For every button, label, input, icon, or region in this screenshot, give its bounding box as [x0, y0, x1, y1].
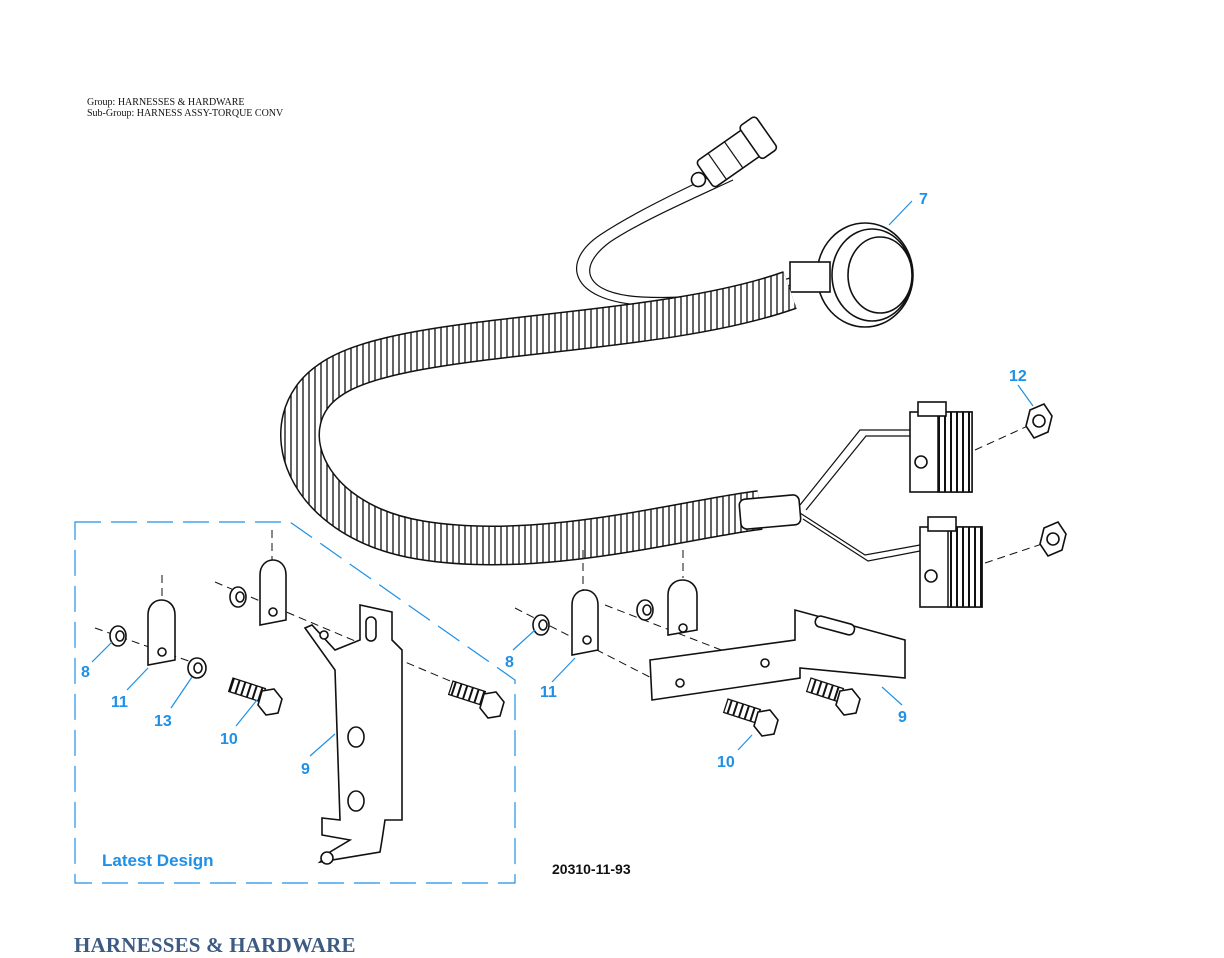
right-clip: [571, 589, 599, 656]
harness-assembly: [280, 116, 983, 608]
corrugated-loom: [281, 272, 797, 564]
harness-connector: [690, 116, 778, 188]
callout-right-spacer: 8: [505, 654, 514, 671]
callout-left-clip: 11: [111, 694, 128, 711]
grommet: [789, 222, 914, 328]
left-bracket: [303, 604, 403, 865]
sensor-block-upper: [909, 401, 973, 493]
sensor-block-lower: [919, 516, 983, 608]
callout-harness: 7: [919, 191, 928, 208]
left-spacer-2: [229, 586, 247, 608]
nut-lower: [1039, 521, 1067, 557]
callout-left-bolt: 10: [220, 731, 238, 748]
callout-nut: 12: [1009, 368, 1027, 385]
right-bracket: [649, 608, 906, 701]
left-spacer: [109, 625, 127, 647]
left-washer: [187, 657, 207, 679]
page-header: Group: HARNESSES & HARDWARE Sub-Group: H…: [87, 97, 283, 119]
right-spacer-2: [636, 599, 654, 621]
latest-design-label: Latest Design: [102, 851, 213, 870]
branch-wire-lower: [799, 512, 921, 556]
callout-right-clip: 11: [540, 684, 557, 701]
left-clip-2: [259, 559, 287, 626]
callout-left-washer: 13: [154, 713, 172, 730]
figure-number: 20310-11-93: [552, 861, 631, 877]
section-title: HARNESSES & HARDWARE: [74, 933, 356, 957]
right-clip-2: [667, 579, 698, 636]
branch-wire-lower-2: [802, 518, 921, 562]
left-clip: [147, 599, 176, 666]
callout-right-bracket: 9: [898, 709, 907, 726]
group-label: Group: HARNESSES & HARDWARE: [87, 97, 245, 108]
subgroup-label: Sub-Group: HARNESS ASSY-TORQUE CONV: [87, 108, 284, 119]
right-spacer: [532, 614, 550, 636]
callout-right-bolt: 10: [717, 754, 735, 771]
right-bolt: [722, 698, 779, 737]
nut-upper: [1025, 403, 1053, 439]
branch-wire-upper-2: [805, 435, 912, 511]
latest-design-box: [74, 521, 516, 884]
right-bolt-2: [805, 677, 861, 716]
callout-left-spacer: 8: [81, 664, 90, 681]
left-bolt: [227, 677, 283, 716]
callout-left-bracket: 9: [301, 761, 310, 778]
branch-wire-upper: [799, 429, 912, 506]
loom-sleeve: [738, 494, 802, 530]
left-bolt-2: [447, 680, 505, 719]
